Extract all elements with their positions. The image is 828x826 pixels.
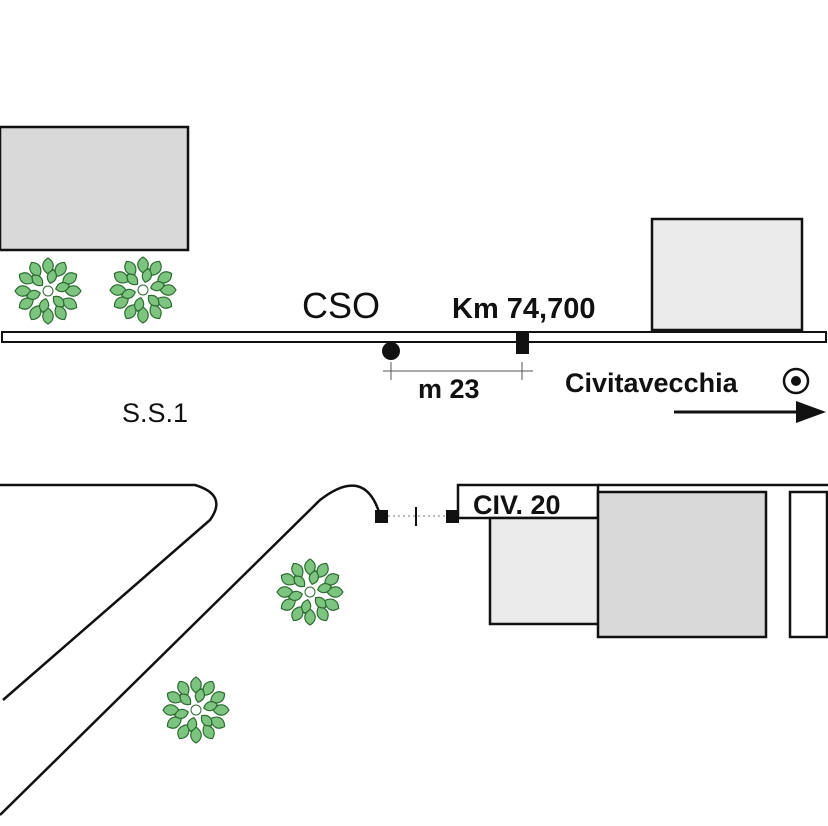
tree-icon [109, 256, 177, 324]
side-road-edge-right [0, 484, 382, 816]
civic-label: CIV. 20 [473, 490, 561, 520]
side-road-edge-left [0, 483, 218, 701]
tree-icon [276, 558, 344, 626]
building-top-right [650, 217, 804, 332]
building-bottom-light [488, 516, 602, 626]
building-bottom-dark [596, 490, 768, 639]
road-label: S.S.1 [122, 398, 188, 428]
direction-label: Civitavecchia [565, 368, 739, 398]
km-label: Km 74,700 [452, 293, 596, 325]
target-circle-icon [782, 367, 810, 395]
distance-dimension [383, 362, 533, 380]
building-bottom-narrow [788, 490, 828, 639]
distance-label: m 23 [418, 374, 480, 404]
arrow-right-icon [674, 401, 826, 423]
cso-label: CSO [302, 285, 380, 326]
building-top-left [0, 125, 190, 252]
gate-post-right-icon [446, 510, 459, 523]
km-marker-icon [516, 331, 529, 354]
tree-icon [14, 257, 82, 325]
gate-post-left-icon [375, 510, 388, 523]
cso-point-icon [382, 342, 400, 360]
tree-icon [162, 676, 230, 744]
civic-label-box [456, 483, 600, 520]
main-road-band [1, 331, 827, 343]
